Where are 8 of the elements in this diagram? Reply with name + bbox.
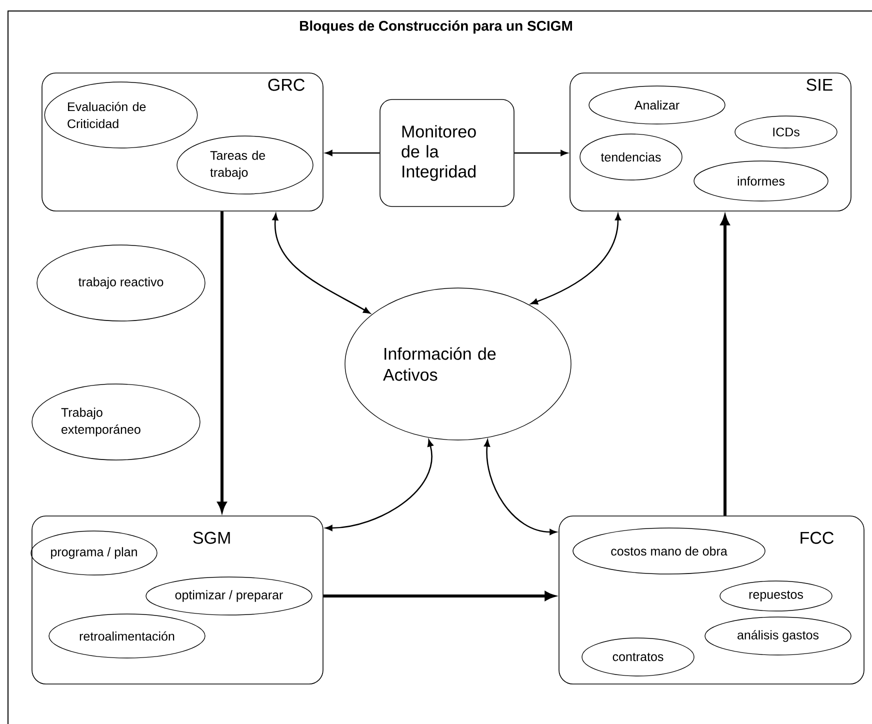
arrow — [325, 440, 434, 531]
arrow — [325, 150, 380, 156]
arrow — [514, 150, 568, 156]
arrow — [484, 440, 557, 535]
arrow — [272, 213, 370, 314]
arrow — [530, 213, 621, 304]
process-box: Monitoreo de la Integridad — [380, 99, 514, 207]
title: Bloques de Construcción para un SCIGM — [300, 20, 572, 34]
